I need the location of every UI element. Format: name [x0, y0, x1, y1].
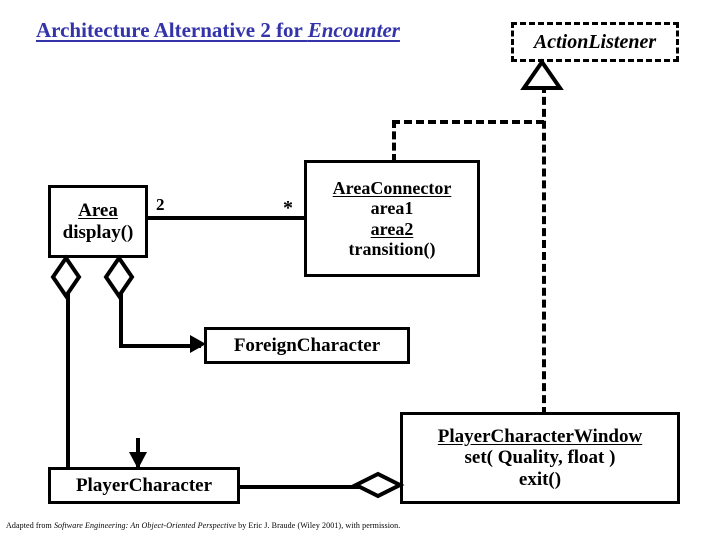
class-name-playercharacter: PlayerCharacter [75, 474, 213, 496]
class-box-area[interactable]: Area display() [48, 185, 148, 258]
line-area-playercharacter-vertical [66, 288, 70, 481]
class-name-areaconnector: AreaConnector [332, 178, 452, 199]
multiplicity-area-end: 2 [156, 195, 165, 214]
class-member-area-display: display() [62, 221, 134, 243]
class-name-playercharacterwindow: PlayerCharacterWindow [437, 426, 643, 448]
page-title-italic: Encounter [307, 18, 400, 42]
line-area-to-areaconnector [148, 216, 306, 220]
page-title-prefix: Architecture Alternative 2 for [36, 18, 308, 42]
line-pcwindow-to-playercharacter [240, 485, 378, 489]
class-box-playercharacterwindow[interactable]: PlayerCharacterWindow set( Quality, floa… [400, 412, 680, 504]
interface-name-actionlistener: ActionListener [533, 30, 657, 53]
dashed-areaconnector-vertical [392, 120, 396, 162]
class-member-exit: exit() [518, 468, 562, 490]
dashed-realization-trunk [542, 85, 546, 415]
class-box-areaconnector[interactable]: AreaConnector area1 area2 transition() [304, 160, 480, 277]
class-name-foreigncharacter: ForeignCharacter [233, 334, 381, 356]
dashed-areaconnector-horizontal [392, 120, 544, 124]
footer-italic-title: Software Engineering: An Object-Oriented… [53, 521, 236, 530]
class-box-playercharacter[interactable]: PlayerCharacter [48, 467, 240, 504]
class-member-area2: area2 [370, 218, 414, 239]
line-playercharacter-arrow-stem [136, 438, 140, 468]
attribution-footer: Adapted from Software Engineering: An Ob… [6, 521, 400, 530]
line-area-foreigncharacter-vertical [119, 288, 123, 348]
class-member-area1: area1 [370, 198, 414, 219]
interface-box-actionlistener[interactable]: ActionListener [511, 22, 679, 62]
line-area-foreigncharacter-horizontal [119, 344, 201, 348]
page-title: Architecture Alternative 2 for Encounter [36, 18, 676, 43]
footer-prefix: Adapted from [6, 521, 54, 530]
multiplicity-connector-end: * [283, 197, 293, 219]
class-member-transition: transition() [348, 238, 436, 259]
class-name-area: Area [78, 200, 118, 222]
class-member-set: set( Quality, float ) [464, 447, 616, 469]
footer-suffix: by Eric J. Braude (Wiley 2001), with per… [236, 521, 401, 530]
class-box-foreigncharacter[interactable]: ForeignCharacter [204, 327, 410, 364]
